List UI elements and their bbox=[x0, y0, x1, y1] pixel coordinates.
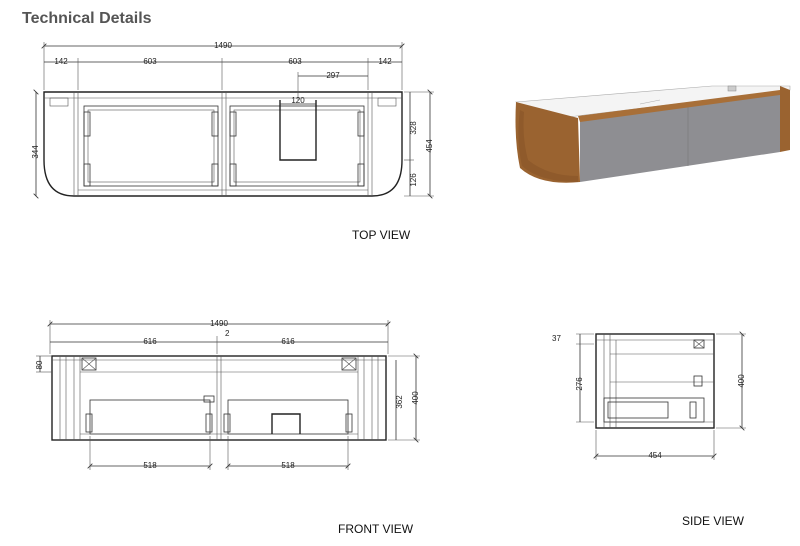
top-cutout-offset: 297 bbox=[326, 71, 340, 80]
vanity-render bbox=[515, 85, 791, 183]
front-right-section: 616 bbox=[281, 337, 295, 346]
plumbing-cutout bbox=[279, 100, 317, 161]
side-view-label: SIDE VIEW bbox=[682, 514, 745, 528]
front-top-rail: 80 bbox=[35, 360, 44, 369]
side-view-dimensions: 37 276 400 454 bbox=[552, 334, 746, 460]
top-overall-width: 1490 bbox=[214, 41, 232, 50]
top-left-drawer bbox=[83, 105, 219, 187]
front-gap: 2 bbox=[225, 329, 230, 338]
side-depth: 454 bbox=[648, 451, 662, 460]
front-left-section: 616 bbox=[143, 337, 157, 346]
front-left-bottom: 518 bbox=[143, 461, 157, 470]
front-left-drawer bbox=[89, 399, 211, 435]
top-cutout-width: 120 bbox=[291, 96, 305, 105]
top-view-label: TOP VIEW bbox=[352, 228, 411, 242]
top-right-side: 142 bbox=[378, 57, 392, 66]
top-view-dimensions: 1490 142 603 603 142 297 120 344 328 126… bbox=[31, 41, 434, 196]
top-right-drawer bbox=[229, 105, 365, 187]
top-right-drawer-width: 603 bbox=[288, 57, 302, 66]
top-view-drawing bbox=[43, 91, 403, 197]
side-view-outline bbox=[595, 333, 715, 429]
front-right-drawer bbox=[227, 399, 349, 435]
front-overall-width: 1490 bbox=[210, 319, 228, 328]
front-view-label: FRONT VIEW bbox=[338, 522, 414, 536]
front-right-bottom: 518 bbox=[281, 461, 295, 470]
front-total-height: 400 bbox=[411, 391, 420, 405]
page-title: Technical Details bbox=[22, 10, 152, 27]
front-view-outline bbox=[51, 355, 387, 441]
top-inner-depth: 328 bbox=[409, 121, 418, 135]
front-view-dimensions: 1490 616 2 616 80 362 400 518 518 bbox=[35, 319, 420, 470]
front-view-drawing bbox=[51, 355, 387, 441]
top-left-side: 142 bbox=[54, 57, 68, 66]
top-left-depth: 344 bbox=[31, 145, 40, 159]
top-total-depth: 454 bbox=[425, 139, 434, 153]
top-left-drawer-width: 603 bbox=[143, 57, 157, 66]
top-front-curve: 126 bbox=[409, 173, 418, 187]
side-total-height: 400 bbox=[737, 374, 746, 388]
side-drawer-height: 276 bbox=[575, 377, 584, 391]
side-view-drawing bbox=[595, 333, 715, 429]
side-top-rail: 37 bbox=[552, 334, 561, 343]
top-view-outline bbox=[43, 91, 403, 197]
front-drawer-height: 362 bbox=[395, 395, 404, 409]
